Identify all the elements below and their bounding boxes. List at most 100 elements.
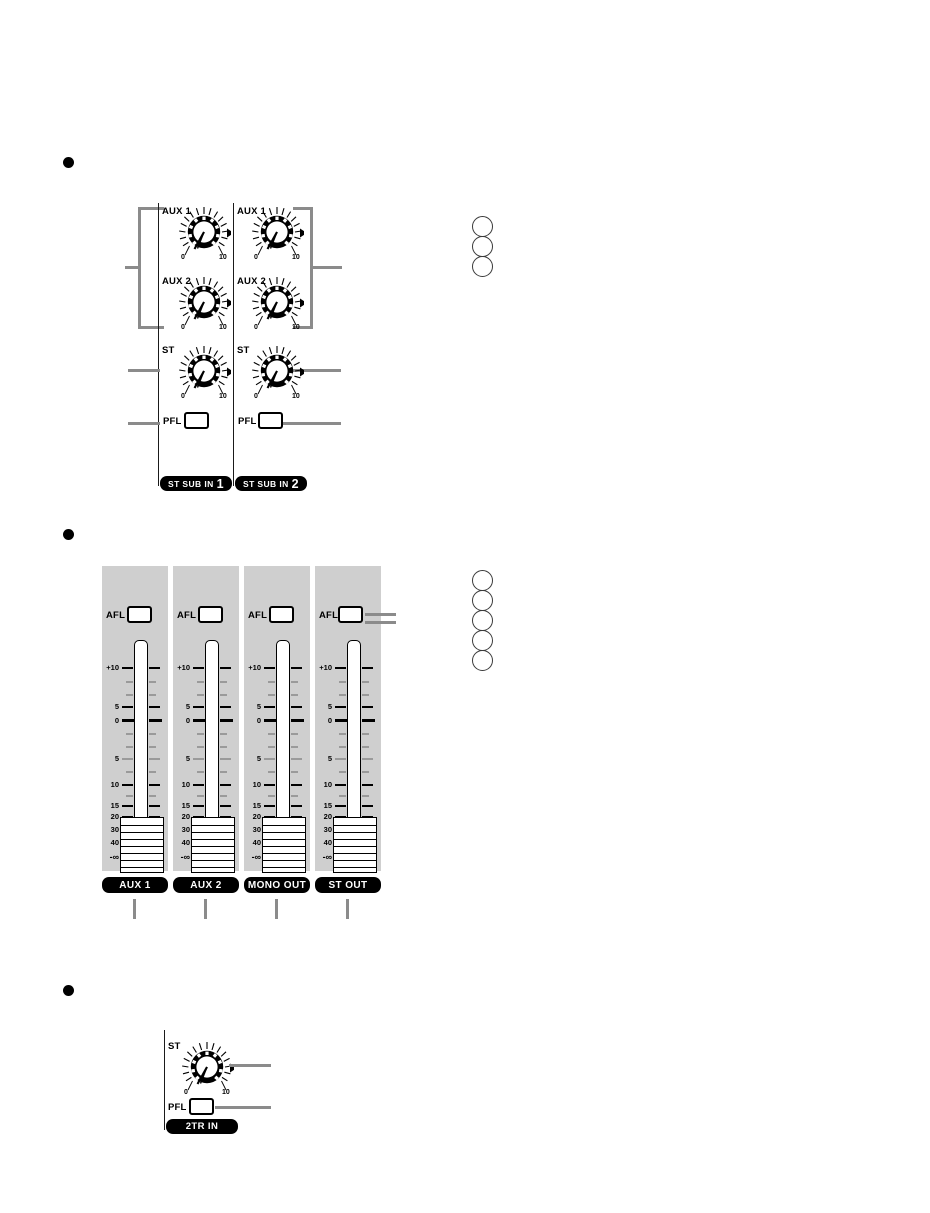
scale-label-30-mono: 30: [252, 825, 261, 834]
lead-line-st-2tr: [229, 1064, 271, 1067]
knob-label-aux1-ch1: AUX 1: [162, 206, 191, 217]
scale-label-15-aux1: 15: [110, 801, 119, 810]
knob-scale-max-st-2tr: 10: [222, 1089, 230, 1096]
scale-label-40-aux1: 40: [110, 838, 119, 847]
scale-label-5a-mono: 5: [256, 702, 261, 711]
knob-scale-max-aux2-ch1: 10: [219, 324, 227, 331]
scale-label-30-aux1: 30: [110, 825, 119, 834]
scale-label-plus10-st: +10: [319, 663, 332, 672]
scale-label-plus10-mono: +10: [248, 663, 261, 672]
scale-label-10-st: 10: [323, 780, 332, 789]
fader-cap-aux1[interactable]: [120, 817, 164, 873]
pfl-button-2tr[interactable]: [189, 1098, 214, 1115]
callout-circle-4[interactable]: [472, 570, 493, 591]
scale-label-inf-st: -∞: [322, 852, 332, 862]
scale-label-5b-aux1: 5: [114, 754, 119, 763]
channel-plate-st-out: ST OUT: [315, 877, 381, 893]
scale-label-0-st: 0: [327, 716, 332, 725]
fader-cap-st-out[interactable]: [333, 817, 377, 873]
knob-scale-min-aux1-ch1: 0: [181, 254, 185, 261]
lead-line-pfl-right: [280, 422, 341, 425]
pfl-button-ch2[interactable]: [258, 412, 283, 429]
knob-label-aux1-ch2: AUX 1: [237, 206, 266, 217]
scale-label-0-aux2: 0: [185, 716, 190, 725]
callout-circle-8[interactable]: [472, 650, 493, 671]
scale-label-5b-aux2: 5: [185, 754, 190, 763]
button-label-pfl-ch2: PFL: [238, 416, 257, 427]
scale-label-5b-mono: 5: [256, 754, 261, 763]
plate-number-1: 1: [216, 476, 224, 491]
scale-label-15-mono: 15: [252, 801, 261, 810]
bracket-left-stem: [125, 266, 140, 269]
knob-scale-max-st-ch2: 10: [292, 393, 300, 400]
scale-label-30-aux2: 30: [181, 825, 190, 834]
knob-scale-max-aux2-ch2: 10: [292, 324, 300, 331]
lead-line-aux1-bottom: [133, 899, 136, 919]
knob-st-ch1[interactable]: 0 10: [177, 345, 231, 400]
callout-circle-6[interactable]: [472, 610, 493, 631]
plate-text-2: ST SUB IN: [243, 478, 289, 489]
scale-label-5a-aux1: 5: [114, 702, 119, 711]
pfl-button-ch1[interactable]: [184, 412, 209, 429]
scale-label-plus10-aux2: +10: [177, 663, 190, 672]
scale-label-0-mono: 0: [256, 716, 261, 725]
callout-circle-2[interactable]: [472, 236, 493, 257]
knob-scale-max-aux1-ch1: 10: [219, 254, 227, 261]
knob-scale-min-aux1-ch2: 0: [254, 254, 258, 261]
scale-label-40-st: 40: [323, 838, 332, 847]
lead-line-mono-out-bottom: [275, 899, 278, 919]
scale-label-20-aux2: 20: [181, 812, 190, 821]
section-bullet-two-track-in: [63, 985, 74, 996]
fader-cap-mono-out[interactable]: [262, 817, 306, 873]
knob-label-aux2-ch2: AUX 2: [237, 276, 266, 287]
knob-label-st-ch1: ST: [162, 345, 175, 356]
lead-line-aux2-bottom: [204, 899, 207, 919]
callout-circle-3[interactable]: [472, 256, 493, 277]
scale-label-5b-st: 5: [327, 754, 332, 763]
knob-aux1-ch2[interactable]: 0 10: [250, 206, 304, 261]
lead-line-st-right: [293, 369, 341, 372]
knob-aux2-ch2[interactable]: 0 10: [250, 276, 304, 331]
afl-label-st-out: AFL: [319, 610, 339, 621]
knob-scale-min-st-ch2: 0: [254, 393, 258, 400]
knob-st-ch2[interactable]: 0 10: [250, 345, 304, 400]
scale-label-inf-aux2: -∞: [180, 852, 190, 862]
section-bullet-output-faders: [63, 529, 74, 540]
scale-label-inf-mono: -∞: [251, 852, 261, 862]
lead-line-st-left: [128, 369, 160, 372]
afl-button-aux1[interactable]: [127, 606, 152, 623]
scale-label-10-aux1: 10: [110, 780, 119, 789]
lead-line-afl-st-out-2: [365, 621, 396, 624]
bracket-right-bottom-arm: [293, 326, 313, 329]
afl-button-st-out[interactable]: [338, 606, 363, 623]
knob-scale-min-aux2-ch1: 0: [181, 324, 185, 331]
scale-label-20-mono: 20: [252, 812, 261, 821]
knob-aux2-ch1[interactable]: 0 10: [177, 276, 231, 331]
callout-circle-1[interactable]: [472, 216, 493, 237]
channel-plate-st-sub-in-2: ST SUB IN 2: [235, 476, 307, 491]
callout-circle-7[interactable]: [472, 630, 493, 651]
knob-aux1-ch1[interactable]: 0 10: [177, 206, 231, 261]
scale-label-20-st: 20: [323, 812, 332, 821]
bracket-right-stem: [310, 266, 342, 269]
lead-line-pfl-2tr: [215, 1106, 271, 1109]
scale-label-40-aux2: 40: [181, 838, 190, 847]
scale-label-5a-aux2: 5: [185, 702, 190, 711]
scale-label-10-mono: 10: [252, 780, 261, 789]
afl-label-aux2: AFL: [177, 610, 197, 621]
knob-label-aux2-ch1: AUX 2: [162, 276, 191, 287]
callout-circle-5[interactable]: [472, 590, 493, 611]
afl-button-mono-out[interactable]: [269, 606, 294, 623]
bracket-left-top-arm: [138, 207, 164, 210]
scale-label-plus10-aux1: +10: [106, 663, 119, 672]
knob-st-2tr[interactable]: 0 10: [180, 1041, 234, 1096]
fader-cap-aux2[interactable]: [191, 817, 235, 873]
afl-button-aux2[interactable]: [198, 606, 223, 623]
afl-label-aux1: AFL: [106, 610, 126, 621]
bracket-right-top-arm: [293, 207, 313, 210]
scale-label-40-mono: 40: [252, 838, 261, 847]
knob-scale-max-aux1-ch2: 10: [292, 254, 300, 261]
afl-label-mono-out: AFL: [248, 610, 268, 621]
channel-divider-1: [158, 203, 160, 486]
knob-scale-min-aux2-ch2: 0: [254, 324, 258, 331]
